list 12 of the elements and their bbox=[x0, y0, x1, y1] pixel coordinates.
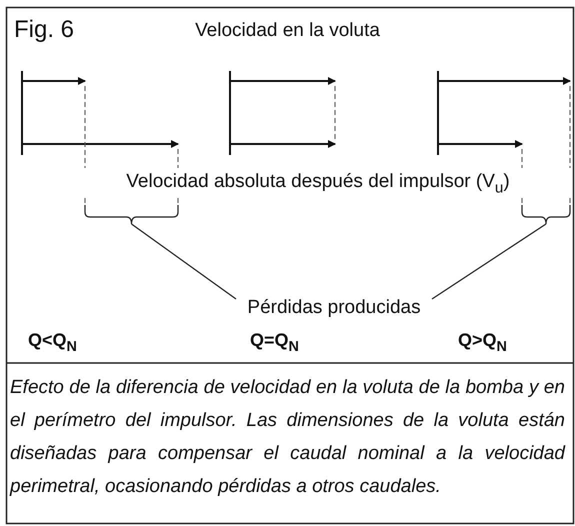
flow-condition-label: Q=Q$_{N}$ bbox=[250, 330, 299, 352]
flow-condition-label: Q<Q$_{N}$ bbox=[28, 330, 77, 352]
curly-brace bbox=[84, 205, 179, 225]
leader-line bbox=[131, 224, 236, 300]
curly-brace bbox=[521, 205, 571, 225]
figure-number: Fig. 6 bbox=[14, 16, 74, 45]
callout-label: Pérdidas producidas bbox=[236, 297, 432, 323]
flow-condition-label: Q>Q$_{N}$ bbox=[458, 330, 507, 352]
figure-title: Velocidad en la voluta bbox=[194, 20, 381, 43]
axis-caption: Velocidad absoluta después del impulsor (V$_{u}$) bbox=[125, 171, 511, 194]
figure-caption: Efecto de la diferencia de velocidad en la voluta de la bomba y en el perímetro del impulsor. Las dimensiones de la voluta están diseñadas para compensar el caudal nominal a la velocidad perimetral, ocasionando pérdidas a otros caudales. bbox=[10, 376, 565, 499]
leader-line bbox=[432, 224, 546, 300]
